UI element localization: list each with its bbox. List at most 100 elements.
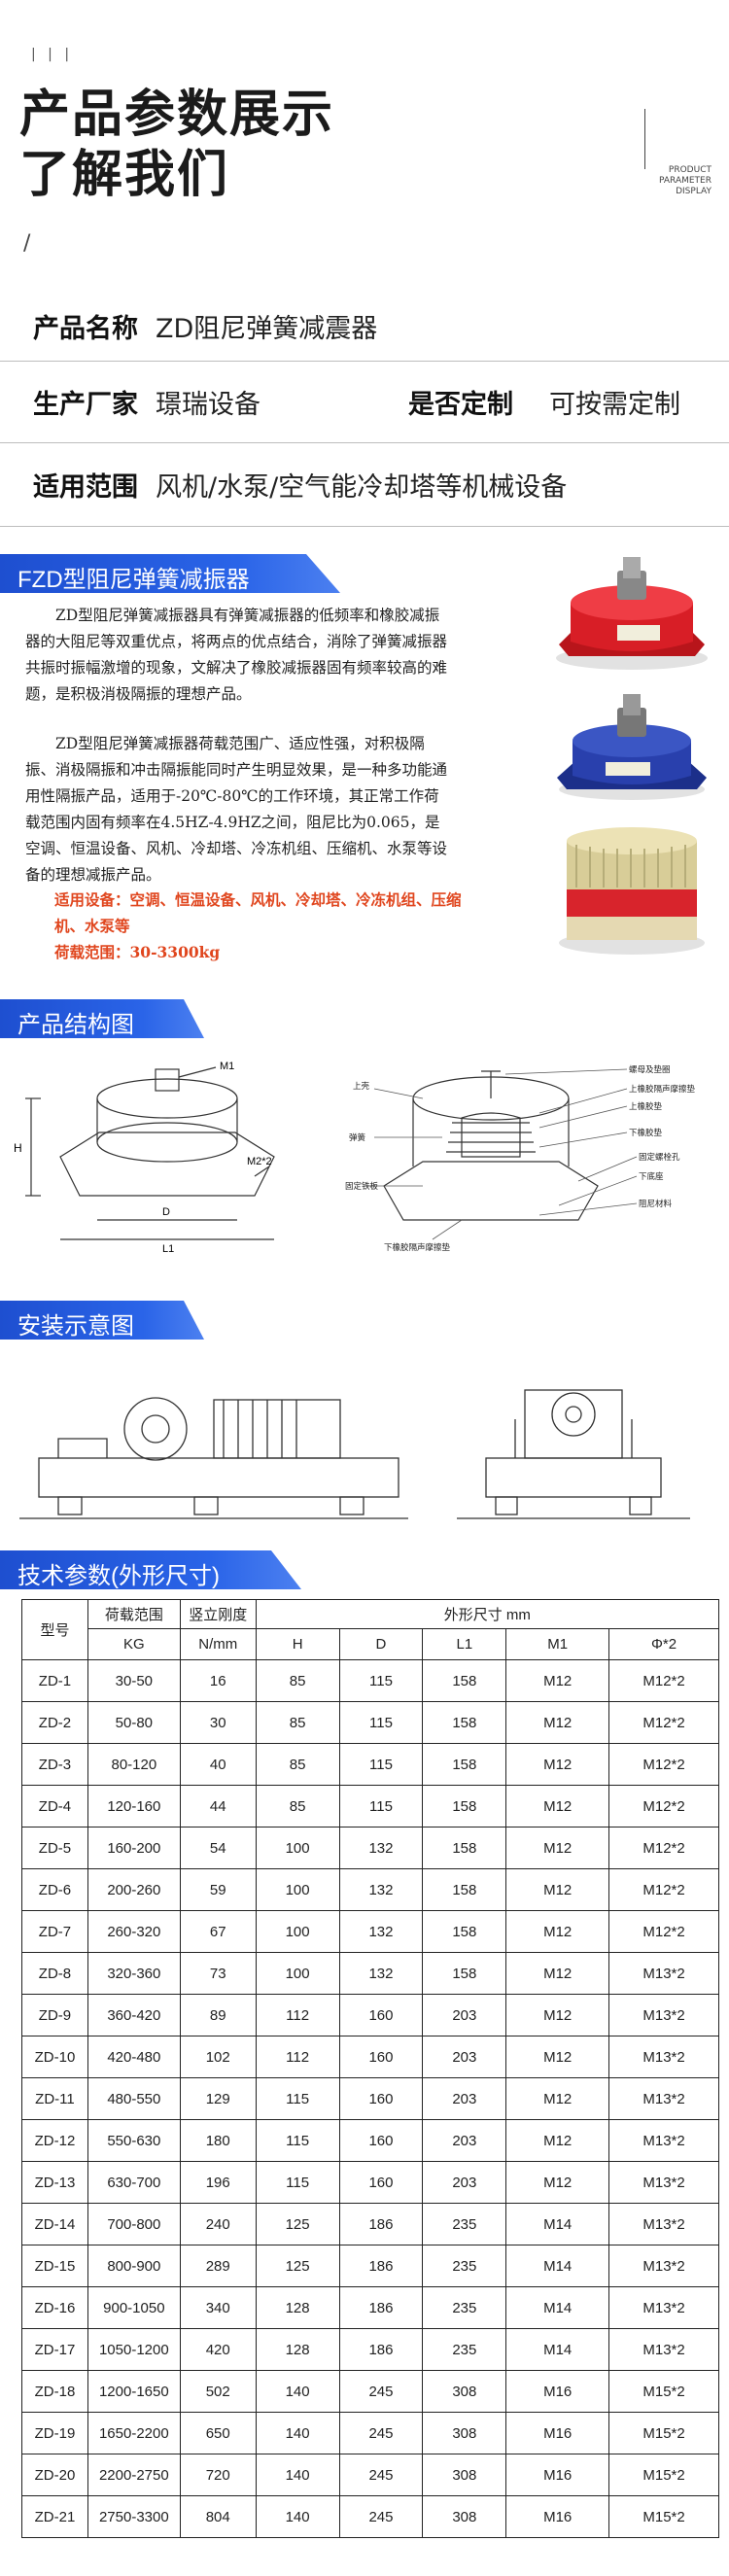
table-cell: 132 (338, 1910, 424, 1953)
table-cell: 160 (338, 2077, 424, 2120)
install-drawing-side (19, 1397, 408, 1519)
table-cell: 245 (338, 2370, 424, 2413)
table-cell: M12 (505, 1659, 610, 1702)
table-cell: 115 (255, 2077, 340, 2120)
table-cell: 308 (422, 2412, 507, 2454)
table-cell: 420-480 (87, 2036, 181, 2078)
table-cell: M13*2 (608, 1952, 719, 1995)
table-cell: ZD-13 (21, 2161, 88, 2204)
table-cell: 158 (422, 1743, 507, 1786)
table-cell: M12*2 (608, 1868, 719, 1911)
table-cell: 1650-2200 (87, 2412, 181, 2454)
table-cell: 1050-1200 (87, 2328, 181, 2371)
table-cell: 180 (179, 2119, 257, 2162)
svg-text:M1: M1 (220, 1061, 234, 1072)
table-cell: M12 (505, 2119, 610, 2162)
table-cell: 160 (338, 2119, 424, 2162)
svg-text:下橡胶垫: 下橡胶垫 (629, 1128, 663, 1138)
table-cell: ZD-7 (21, 1910, 88, 1953)
table-cell: 502 (179, 2370, 257, 2413)
table-cell: 80-120 (87, 1743, 181, 1786)
table-cell: ZD-8 (21, 1952, 88, 1995)
param-row-name: 产品名称 ZD阻尼弹簧减震器 (0, 292, 729, 362)
table-cell: 140 (255, 2412, 340, 2454)
table-cell: 260-320 (87, 1910, 181, 1953)
top-marks: | | | (31, 47, 74, 62)
table-cell: ZD-11 (21, 2077, 88, 2120)
table-cell: 128 (255, 2286, 340, 2329)
table-cell: 235 (422, 2328, 507, 2371)
table-cell: 160 (338, 2036, 424, 2078)
table-cell: M16 (505, 2412, 610, 2454)
table-cell: 158 (422, 1659, 507, 1702)
table-cell: 245 (338, 2412, 424, 2454)
dimension-drawing: M1 M2*2 H D L1 (14, 1061, 275, 1254)
table-cell: ZD-19 (21, 2412, 88, 2454)
table-cell: 115 (338, 1743, 424, 1786)
table-cell: M12 (505, 1701, 610, 1744)
table-cell: M12 (505, 1743, 610, 1786)
table-cell: 804 (179, 2495, 257, 2538)
cross-section-drawing: 螺母及垫圈 上壳 上橡胶隔声摩擦垫 上橡胶垫 弹簧 下橡胶垫 固定铁板 固定螺栓… (345, 1064, 696, 1253)
header-model: 型号 (21, 1599, 88, 1660)
table-cell: 85 (255, 1743, 340, 1786)
hero-tag: PRODUCT PARAMETER DISPLAY (659, 165, 712, 196)
svg-text:L1: L1 (162, 1243, 174, 1254)
svg-text:下橡胶隔声摩擦垫: 下橡胶隔声摩擦垫 (384, 1242, 451, 1253)
table-cell: M12*2 (608, 1785, 719, 1828)
table-cell: 102 (179, 2036, 257, 2078)
header-d: D (338, 1628, 424, 1660)
table-cell: ZD-18 (21, 2370, 88, 2413)
table-cell: 160 (338, 1994, 424, 2036)
param-row-maker: 生产厂家 璟瑞设备 是否定制 可按需定制 (0, 362, 729, 443)
header-h: H (255, 1628, 340, 1660)
table-cell: M12*2 (608, 1743, 719, 1786)
table-cell: 2200-2750 (87, 2454, 181, 2496)
svg-text:上橡胶垫: 上橡胶垫 (629, 1101, 663, 1112)
table-cell: M13*2 (608, 2161, 719, 2204)
table-cell: 112 (255, 2036, 340, 2078)
table-cell: ZD-1 (21, 1659, 88, 1702)
table-cell: M12*2 (608, 1659, 719, 1702)
table-cell: M12*2 (608, 1701, 719, 1744)
table-cell: 158 (422, 1910, 507, 1953)
table-cell: 100 (255, 1868, 340, 1911)
svg-text:下底座: 下底座 (639, 1171, 664, 1182)
header-l1: L1 (422, 1628, 507, 1660)
install-drawing-front (457, 1389, 690, 1519)
table-cell: M12 (505, 1827, 610, 1869)
table-cell: 16 (179, 1659, 257, 1702)
table-cell: 700-800 (87, 2203, 181, 2245)
table-cell: M13*2 (608, 2286, 719, 2329)
table-cell: 308 (422, 2370, 507, 2413)
table-cell: ZD-16 (21, 2286, 88, 2329)
table-cell: 158 (422, 1701, 507, 1744)
table-cell: M13*2 (608, 2328, 719, 2371)
table-cell: 235 (422, 2286, 507, 2329)
table-cell: 1200-1650 (87, 2370, 181, 2413)
table-cell: ZD-4 (21, 1785, 88, 1828)
table-cell: ZD-17 (21, 2328, 88, 2371)
table-cell: 100 (255, 1827, 340, 1869)
hero-title-line1: 产品参数展示 (19, 86, 335, 144)
table-cell: 85 (255, 1701, 340, 1744)
param-key: 适用范围 (33, 472, 138, 503)
table-cell: ZD-15 (21, 2245, 88, 2287)
table-cell: 630-700 (87, 2161, 181, 2204)
table-cell: M16 (505, 2370, 610, 2413)
table-cell: M14 (505, 2203, 610, 2245)
table-cell: 89 (179, 1994, 257, 2036)
table-cell: 128 (255, 2328, 340, 2371)
table-cell: 140 (255, 2370, 340, 2413)
header-stiffness: 竖立刚度 (179, 1599, 257, 1629)
table-cell: 235 (422, 2203, 507, 2245)
svg-text:螺母及垫圈: 螺母及垫圈 (629, 1064, 671, 1075)
table-cell: M12 (505, 1785, 610, 1828)
